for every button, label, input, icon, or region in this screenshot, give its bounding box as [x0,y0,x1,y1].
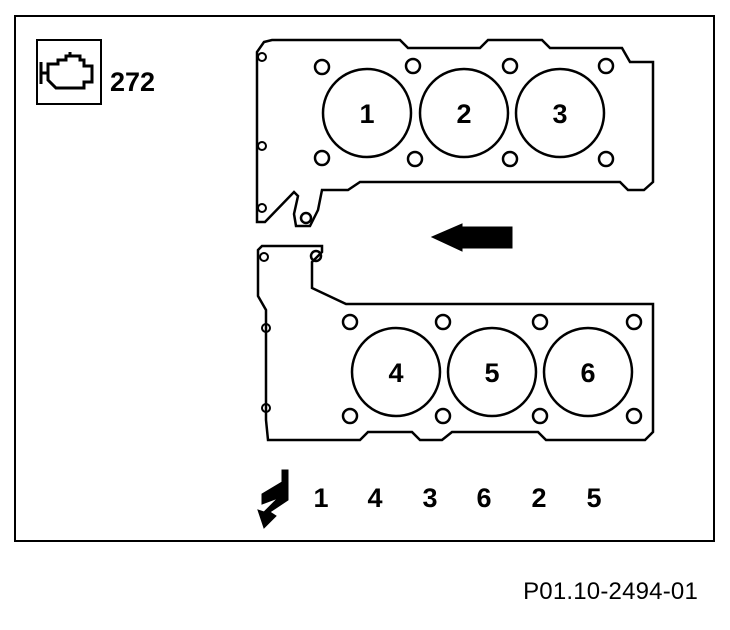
figure-id: P01.10-2494-01 [523,578,698,605]
diagram-frame [14,15,715,542]
firing-order-step: 4 [367,483,382,513]
firing-order-step: 5 [586,483,601,513]
firing-order: 1 4 3 6 2 5 [313,483,601,513]
firing-order-step: 3 [422,483,437,513]
cylinder-6-label: 6 [580,358,595,388]
engine-icon [36,39,102,105]
firing-order-step: 2 [531,483,546,513]
arrow-left-icon [430,223,513,252]
cylinder-4-label: 4 [388,358,403,388]
cylinder-2-label: 2 [456,99,471,129]
cylinder-5-label: 5 [484,358,499,388]
firing-order-step: 6 [476,483,491,513]
dowel-holes-bottom [259,252,271,413]
cylinder-bank-bottom: 4 5 6 [256,244,655,442]
cylinder-3-label: 3 [552,99,567,129]
cylinder-bank-top: 1 2 3 [255,38,655,228]
ignition-bolt-icon [257,469,289,529]
cylinder-1-label: 1 [359,99,374,129]
dowel-holes-top [257,52,267,213]
firing-order-step: 1 [313,483,328,513]
gasket-outline-bottom [256,244,655,442]
bolt-holes-bottom [309,249,643,425]
engine-code: 272 [110,67,155,97]
bolt-holes-top [299,57,615,225]
gasket-outline-top [255,38,655,228]
